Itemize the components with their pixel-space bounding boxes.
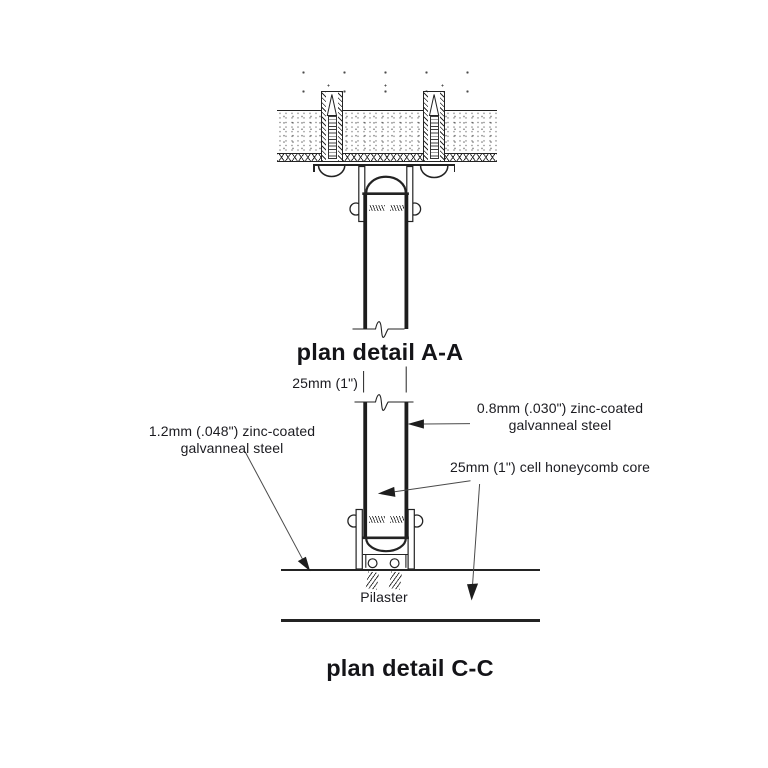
weld-hatch-mark	[368, 516, 386, 523]
pilaster-label: Pilaster	[360, 588, 408, 605]
weld-hatch-mark	[390, 204, 404, 211]
crosshatch-panel-band	[277, 152, 497, 162]
anchor-sleeve-hatch	[338, 92, 343, 161]
skin-leader-arrowhead-icon	[407, 419, 424, 429]
width-dimension-label: 25mm (1")	[292, 375, 358, 391]
core-down-leader-line	[472, 483, 481, 585]
core-leader-arrowhead-icon	[377, 486, 396, 497]
concrete-wall-section	[277, 111, 497, 153]
core-annotation: 25mm (1") cell honeycomb core	[450, 459, 651, 475]
detail-cc-title: plan detail C-C	[326, 655, 494, 681]
core-leader-line	[394, 480, 471, 493]
skin-annotation: 0.8mm (.030") zinc-coated galvanneal ste…	[456, 400, 664, 434]
concrete-spatter-texture	[277, 60, 497, 107]
weld-hatch-mark	[390, 516, 404, 523]
face-sheet-arrowhead-icon	[297, 556, 311, 572]
anchor-bolt-right	[422, 91, 446, 162]
pilaster-face-line	[281, 568, 540, 571]
anchor-sleeve-hatch	[440, 92, 445, 161]
detail-aa-title: plan detail A-A	[296, 339, 464, 365]
weld-hatch-mark	[368, 204, 386, 211]
core-down-arrowhead-icon	[467, 583, 479, 601]
wall-top-edge-line	[277, 109, 497, 112]
mounting-bracket-plate	[313, 164, 456, 167]
anchor-sleeve-hatch	[423, 92, 428, 161]
face-sheet-annotation: 1.2mm (.048") zinc-coated galvanneal ste…	[128, 423, 336, 457]
face-sheet-annotation-line1: 1.2mm (.048") zinc-coated	[148, 423, 316, 439]
face-sheet-annotation-line2: galvanneal steel	[180, 440, 284, 456]
skin-annotation-line1: 0.8mm (.030") zinc-coated	[476, 400, 644, 416]
bracket-end-tab-right	[453, 164, 456, 172]
anchor-sleeve-hatch	[321, 92, 326, 161]
pilaster-back-line	[281, 619, 540, 623]
face-sheet-leader-line	[244, 451, 304, 561]
bracket-end-tab-left	[313, 164, 316, 172]
skin-annotation-line2: galvanneal steel	[508, 417, 612, 433]
